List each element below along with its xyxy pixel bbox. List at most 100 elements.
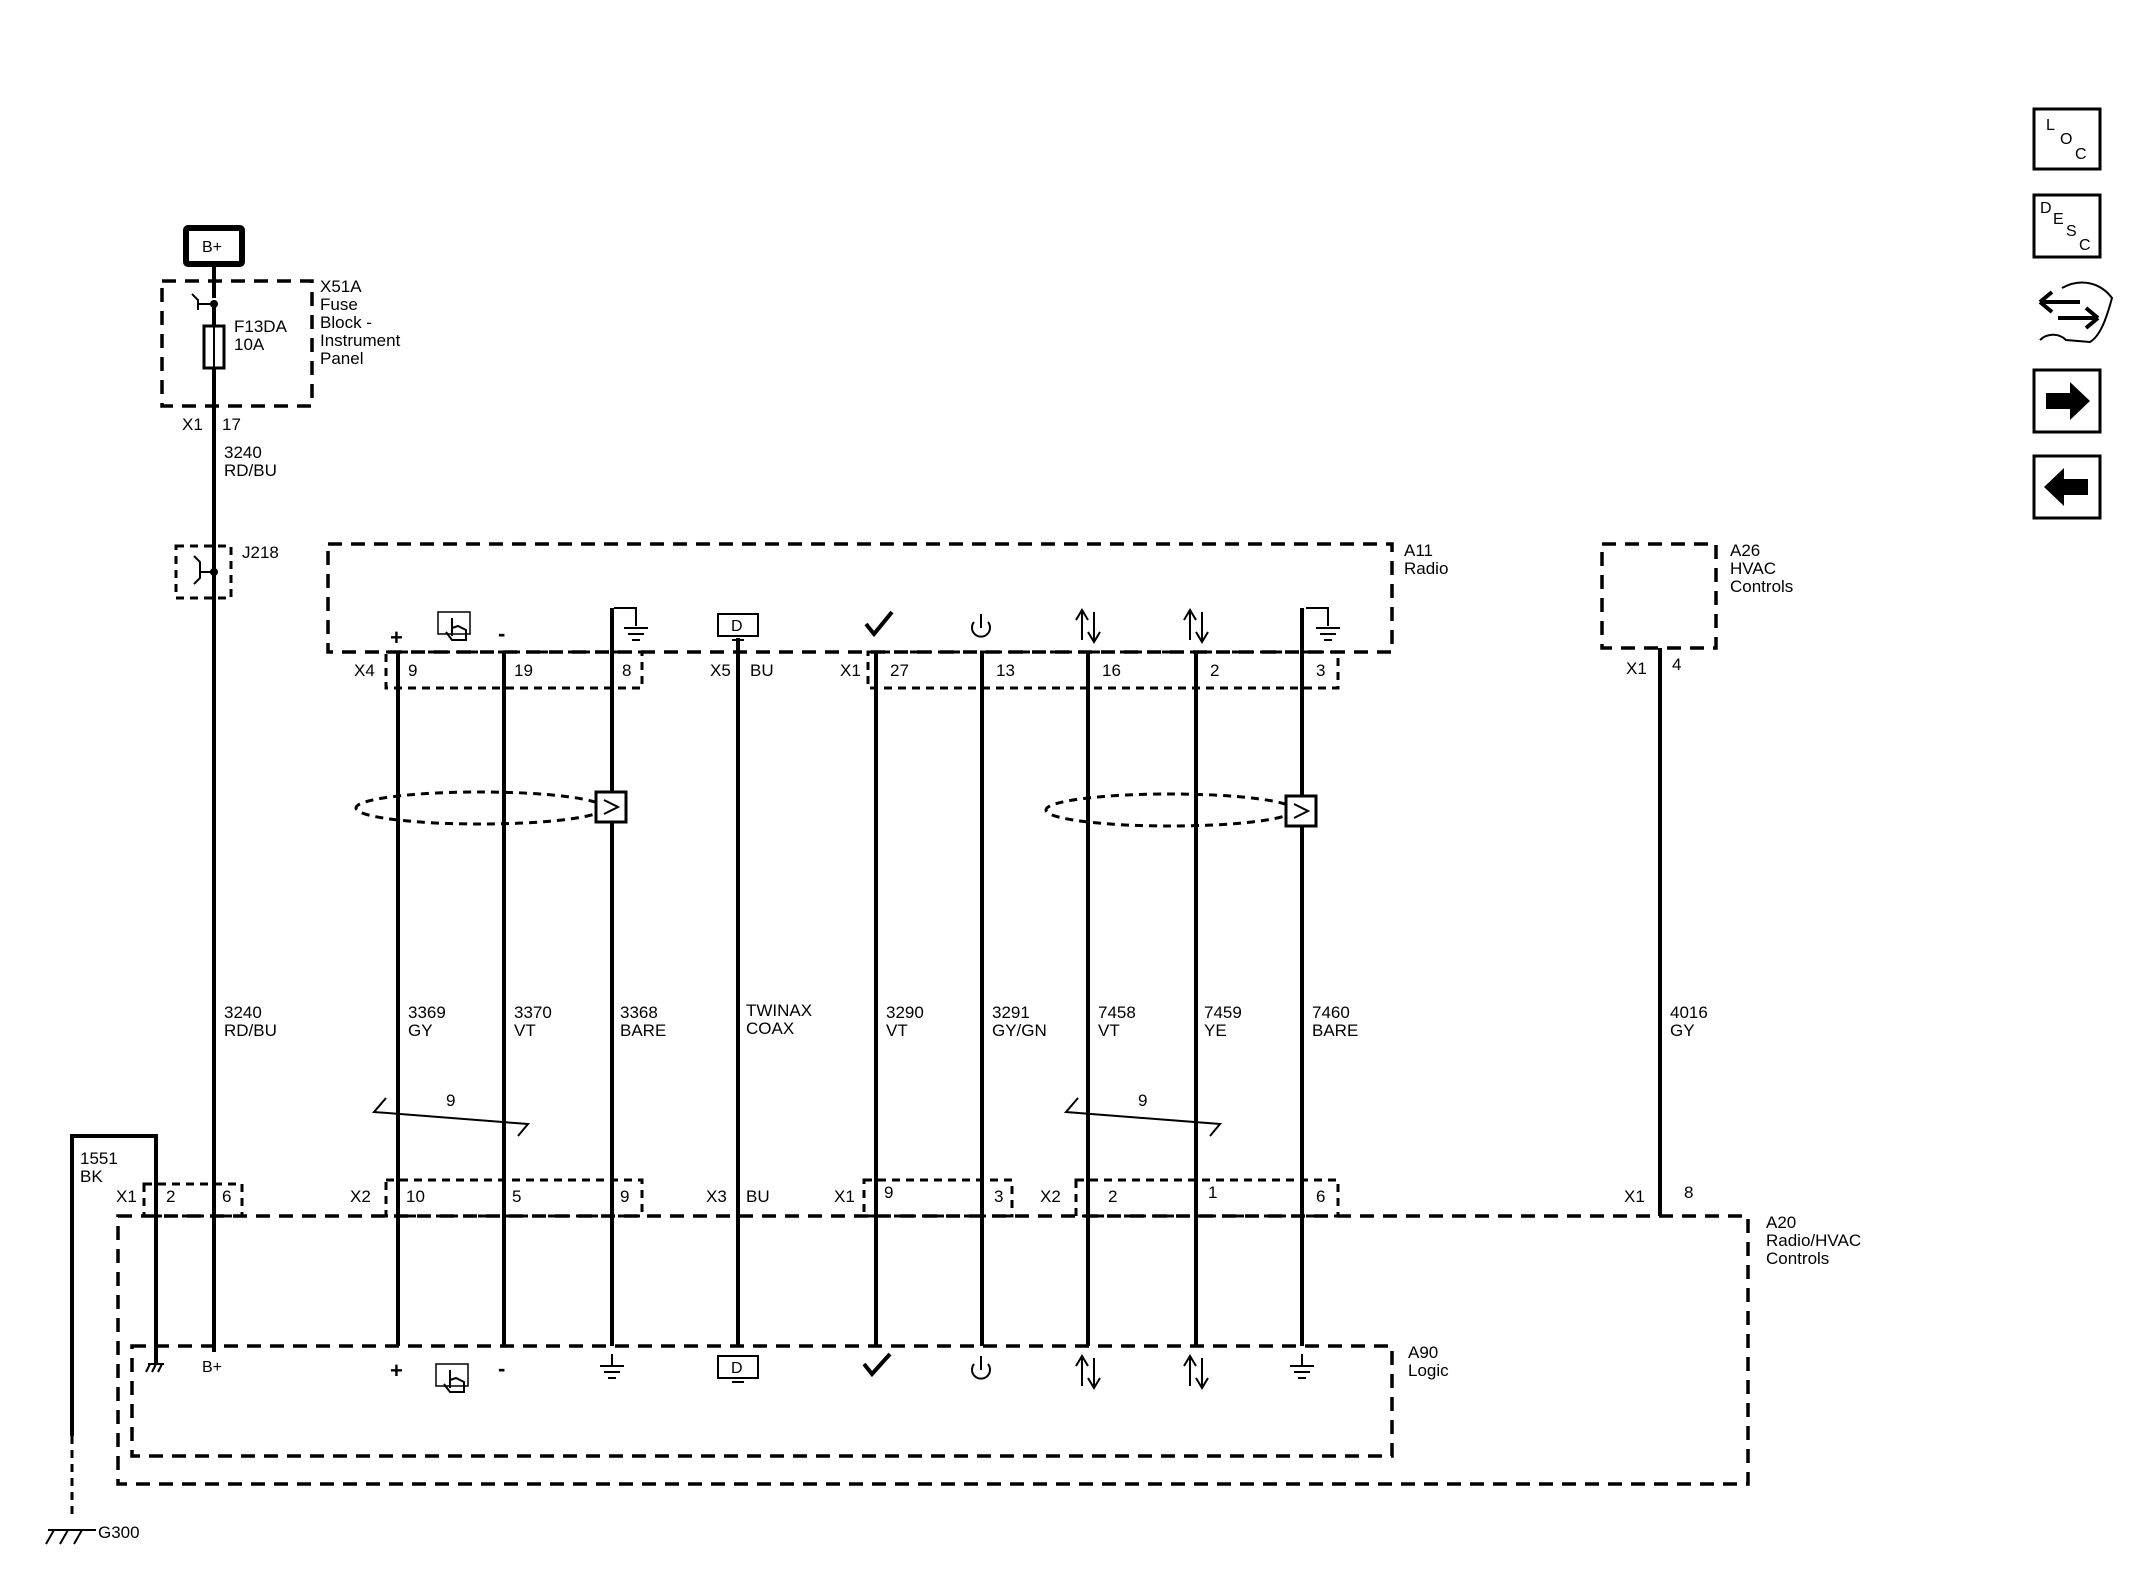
diagram-label: D xyxy=(731,1360,743,1377)
signal-wires xyxy=(396,608,1304,1346)
connector-x4 xyxy=(384,650,644,690)
diagram-label: 3 xyxy=(1316,661,1325,680)
diagram-label: X5 xyxy=(710,661,731,680)
diagram-label: Logic xyxy=(1408,1361,1449,1380)
connector-x2-a20 xyxy=(384,1178,644,1218)
diagram-label: A11 xyxy=(1404,541,1433,560)
wire-labels: 3369 GY 3370 VT 3368 BARE TWINAX COAX 32… xyxy=(408,1001,1358,1040)
ground-wire-1551: 1551 BK xyxy=(70,1134,158,1520)
diagram-label: 2 xyxy=(1108,1187,1117,1206)
diagram-label: X1 xyxy=(840,661,861,680)
diagram-label: Radio/HVAC xyxy=(1766,1231,1861,1250)
diagram-label: D xyxy=(731,618,743,635)
diagram-label: RD/BU xyxy=(224,1021,277,1040)
ground-icon xyxy=(1290,1354,1314,1379)
diagram-label: 3368 xyxy=(620,1003,658,1022)
diagram-label: GY/GN xyxy=(992,1021,1047,1040)
diagram-label: S xyxy=(2066,223,2077,240)
diagram-label: BARE xyxy=(620,1021,666,1040)
power-icon xyxy=(971,1356,991,1380)
diagram-label: A20 xyxy=(1766,1213,1796,1232)
diagram-label: X1 xyxy=(1626,659,1647,678)
diagram-label: RD/BU xyxy=(224,461,277,480)
plus-icon: + xyxy=(390,1358,403,1383)
bidirectional-arrows-icon xyxy=(1075,608,1101,644)
logic-a90: A90 Logic xyxy=(130,1343,1449,1458)
module-a20: A20 Radio/HVAC Controls xyxy=(116,1213,1861,1486)
bidirectional-arrows-icon xyxy=(1075,1354,1101,1390)
checkmark-icon xyxy=(862,1352,892,1378)
diagram-label: Instrument xyxy=(320,331,401,350)
diagram-label: 4016 xyxy=(1670,1003,1708,1022)
diagram-label: 8 xyxy=(622,661,631,680)
diagram-label: O xyxy=(2060,131,2072,148)
chassis-ground-icon: G300 xyxy=(45,1523,140,1545)
diagram-label: 1 xyxy=(1208,1183,1217,1202)
diagram-label: C xyxy=(2075,146,2087,163)
fuse-block-x51a: X51A Fuse Block - Instrument Panel xyxy=(160,277,401,408)
diagram-label: 9 xyxy=(1138,1091,1147,1110)
diagram-label: GY xyxy=(1670,1021,1695,1040)
diagram-label: 5 xyxy=(512,1187,521,1206)
diagram-label: BU xyxy=(746,1187,770,1206)
display-icon: D xyxy=(717,613,759,641)
diagram-label: Radio xyxy=(1404,559,1448,578)
diagram-label: 2 xyxy=(1210,661,1219,680)
connector-x1-radio xyxy=(866,650,1340,690)
battery-power-source: B+ xyxy=(183,225,245,267)
diagram-label: X3 xyxy=(706,1187,727,1206)
bidirectional-arrows-icon xyxy=(1183,1354,1209,1390)
touch-hand-icon xyxy=(437,611,471,641)
diagram-label: B+ xyxy=(202,239,222,256)
diagram-label: 9 xyxy=(408,661,417,680)
diagram-label: 17 xyxy=(222,415,241,434)
diagram-label: VT xyxy=(1098,1021,1120,1040)
ground-icon xyxy=(1306,607,1340,641)
diagram-label: 1551 xyxy=(80,1149,118,1168)
plus-icon: + xyxy=(390,625,403,650)
diagram-label: J218 xyxy=(242,543,279,562)
diagram-label: G300 xyxy=(98,1523,140,1542)
diagram-label: B+ xyxy=(202,1359,222,1376)
diagnostic-tools-icon[interactable] xyxy=(2038,281,2114,344)
diagram-label: X51A xyxy=(320,277,362,296)
diagram-label: 6 xyxy=(222,1187,231,1206)
diagram-label: X1 xyxy=(116,1187,137,1206)
diagram-label: HVAC xyxy=(1730,559,1776,578)
diagram-label: X2 xyxy=(1040,1187,1061,1206)
diagram-label: Fuse xyxy=(320,295,358,314)
diagram-label: 3290 xyxy=(886,1003,924,1022)
diagram-label: 6 xyxy=(1316,1187,1325,1206)
diagram-label: 3240 xyxy=(224,1003,262,1022)
previous-page-button[interactable] xyxy=(2032,454,2102,520)
diagram-label: 13 xyxy=(996,661,1015,680)
diagram-label: 27 xyxy=(890,661,909,680)
diagram-label: X4 xyxy=(354,661,375,680)
diagram-label: 2 xyxy=(166,1187,175,1206)
diagram-label: C xyxy=(2079,237,2091,254)
diagram-label: Panel xyxy=(320,349,363,368)
next-page-button[interactable] xyxy=(2032,368,2102,434)
diagram-label: COAX xyxy=(746,1019,794,1038)
splice-j218: J218 xyxy=(174,543,279,600)
arrow-right-icon xyxy=(2046,382,2090,420)
checkmark-icon xyxy=(864,610,894,638)
diagram-label: BARE xyxy=(1312,1021,1358,1040)
diagram-label: 3291 xyxy=(992,1003,1030,1022)
desc-button[interactable]: D E S C xyxy=(2032,193,2102,259)
hvac-controls-a26: A26 HVAC Controls xyxy=(1600,541,1793,650)
diagram-label: X1 xyxy=(182,415,203,434)
diagram-label: A26 xyxy=(1730,541,1760,560)
ground-icon xyxy=(614,607,648,641)
diagram-label: 9 xyxy=(884,1183,893,1202)
connector-x1b-a20 xyxy=(862,1178,1014,1218)
shield-symbol xyxy=(1044,792,1318,828)
diagram-label: 7459 xyxy=(1204,1003,1242,1022)
connector-x2b-a20 xyxy=(1074,1178,1340,1218)
diagram-label: 3370 xyxy=(514,1003,552,1022)
connector-x1-a20 xyxy=(142,1182,244,1218)
diagram-label: Controls xyxy=(1766,1249,1829,1268)
twisted-pair-marker: 9 xyxy=(1063,1091,1223,1137)
diagram-label: 9 xyxy=(446,1091,455,1110)
loc-button[interactable]: L O C xyxy=(2032,107,2102,171)
